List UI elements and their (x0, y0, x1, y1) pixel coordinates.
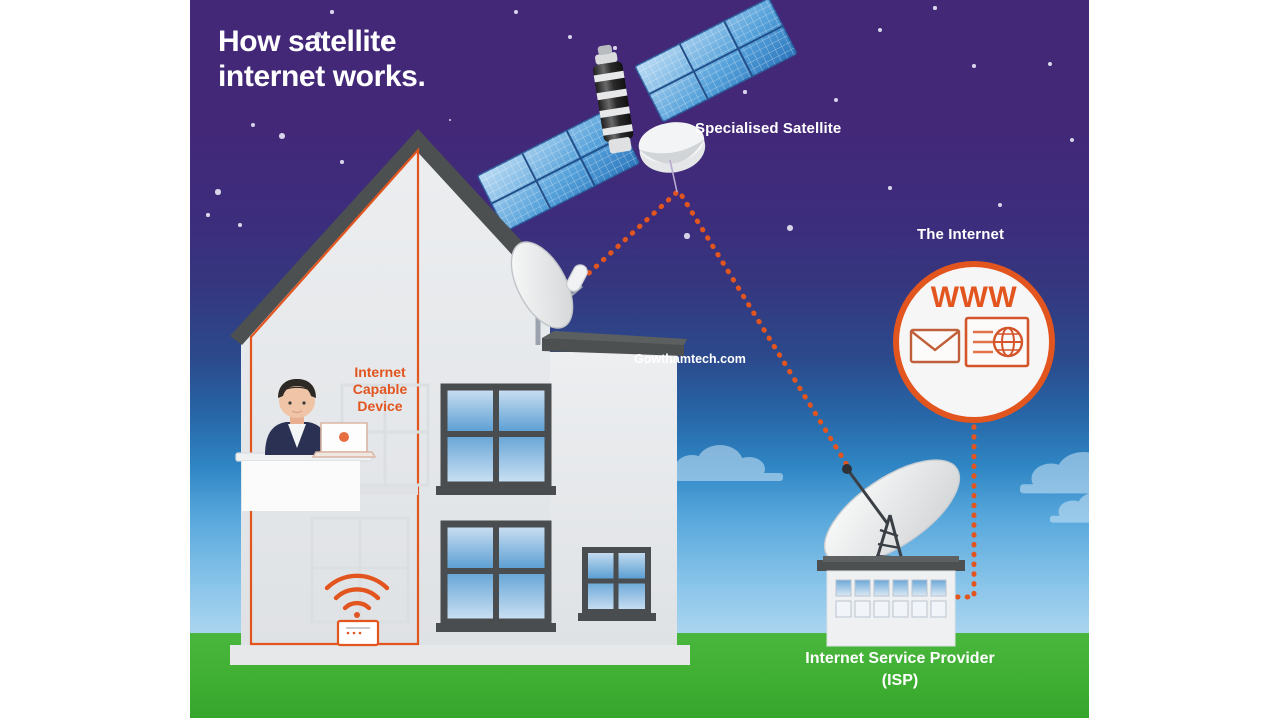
label-isp: Internet Service Provider (ISP) (805, 650, 995, 689)
person-with-laptop (265, 379, 329, 455)
star (238, 223, 242, 227)
star (997, 202, 1003, 208)
laptop (311, 422, 377, 458)
star (833, 97, 839, 103)
label-the-internet: The Internet (917, 226, 1005, 243)
star (684, 233, 690, 239)
satellite-feed-line (669, 159, 678, 193)
browser-globe-icon (964, 316, 1030, 368)
specialised-satellite[interactable] (449, 0, 825, 262)
watermark: Gowthamtech.com (634, 352, 746, 366)
star (743, 90, 747, 94)
label-internet-capable-device: Internet Capable Device (352, 364, 408, 414)
signal-satellite-to-isp (679, 193, 853, 473)
signal-internet-to-isp (939, 414, 977, 600)
star (877, 27, 883, 33)
star (330, 10, 334, 14)
star (1069, 137, 1075, 143)
star (1048, 62, 1052, 66)
wifi-router[interactable] (336, 619, 380, 647)
www-text: WWW (930, 281, 1018, 314)
star (933, 6, 937, 10)
star (279, 133, 285, 139)
star (888, 186, 892, 190)
cloud (1020, 452, 1089, 494)
envelope-icon (909, 328, 961, 364)
star (251, 123, 255, 127)
house-window-extension (578, 547, 656, 621)
isp-building[interactable] (808, 440, 975, 647)
letterbox-left (0, 0, 190, 720)
cloud (665, 445, 785, 481)
star (340, 160, 344, 164)
wifi-icon (324, 573, 390, 618)
star (448, 118, 452, 122)
scene-svg (230, 0, 1055, 665)
star (514, 10, 518, 14)
star (384, 38, 388, 42)
house-window-upper (436, 383, 556, 495)
letterbox-right (1089, 0, 1280, 720)
internet-circle[interactable] (893, 261, 1055, 423)
star (787, 225, 793, 231)
label-specialised-satellite: Specialised Satellite (695, 120, 842, 137)
cloud (1050, 492, 1089, 523)
star (206, 213, 210, 217)
star (972, 64, 976, 68)
star (567, 34, 573, 40)
star (613, 46, 617, 50)
page-title: How satellite internet works. (218, 25, 426, 94)
illustration-canvas: How satellite internet works. Specialise… (190, 0, 1089, 718)
house[interactable] (230, 129, 690, 665)
house-satellite-dish[interactable] (499, 232, 590, 345)
house-window-lower (436, 520, 556, 632)
isp-windows (835, 579, 947, 618)
star (215, 189, 221, 195)
signal-satellite-to-house (586, 190, 679, 276)
star (315, 32, 321, 38)
